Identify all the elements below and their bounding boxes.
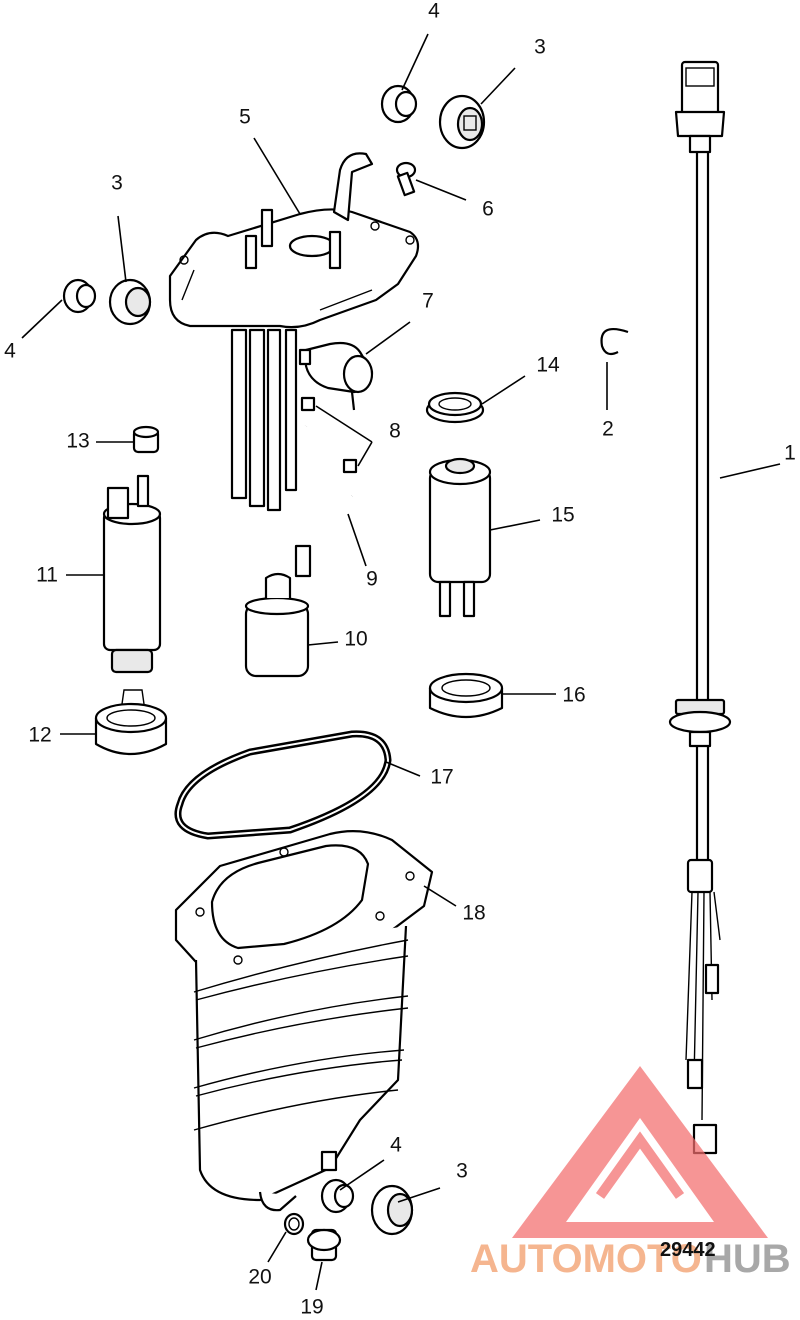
callout-2: 2 xyxy=(602,418,614,441)
callout-labels: 1 2 3 3 3 4 4 4 5 6 7 8 9 10 11 12 13 14… xyxy=(4,0,796,1319)
part-15-pump xyxy=(428,457,492,618)
part-7-pressure-regulator xyxy=(298,341,374,411)
part-10-fuel-filter xyxy=(244,544,312,678)
watermark-triangle-logo xyxy=(512,1066,768,1238)
part-5-cover-plate xyxy=(168,152,420,512)
callout-4-top: 4 xyxy=(428,0,440,23)
callout-8: 8 xyxy=(389,420,401,443)
callout-7: 7 xyxy=(422,290,434,313)
watermark-text-hub: HUB xyxy=(704,1237,791,1281)
part-18-reservoir xyxy=(174,830,434,1212)
part-17-gasket xyxy=(174,730,392,840)
part-3-plug-top xyxy=(438,94,486,150)
part-8-caps xyxy=(300,396,358,474)
callout-3-bottom: 3 xyxy=(456,1160,468,1183)
callout-3-top: 3 xyxy=(534,36,546,59)
part-4-washer-top xyxy=(380,84,418,124)
part-11-fuel-pump xyxy=(102,474,162,674)
leader-lines xyxy=(21,33,781,1291)
callout-4-bottom: 4 xyxy=(390,1134,402,1157)
diagram-reference-number: 29442 xyxy=(660,1239,716,1261)
part-3-plug-left xyxy=(108,278,152,326)
part-4-washer-left xyxy=(62,278,97,314)
callout-14: 14 xyxy=(536,354,560,377)
part-1-wiring-harness xyxy=(668,60,732,1155)
part-6-screw xyxy=(395,161,417,197)
part-20-o-ring xyxy=(283,1212,305,1236)
automotohub-watermark: AUTOMOTO HUB xyxy=(470,1066,791,1281)
callout-6: 6 xyxy=(482,198,494,221)
watermark-text-auto: AUTOMOTO xyxy=(470,1237,702,1281)
callout-20: 20 xyxy=(248,1266,271,1289)
part-13-sleeve xyxy=(132,425,160,454)
part-2-clip xyxy=(600,328,629,356)
part-3-plug-bottom xyxy=(370,1184,414,1236)
part-16-retainer-ring xyxy=(428,672,504,718)
callout-12: 12 xyxy=(28,724,51,747)
part-19-drain-plug xyxy=(306,1228,342,1262)
callout-13: 13 xyxy=(66,430,89,453)
callout-4-left: 4 xyxy=(4,340,16,363)
callout-3-left: 3 xyxy=(111,172,123,195)
part-9-hose xyxy=(302,425,355,508)
callout-11: 11 xyxy=(36,564,58,587)
callout-19: 19 xyxy=(300,1296,323,1319)
callout-10: 10 xyxy=(344,628,367,651)
callout-1: 1 xyxy=(784,442,796,465)
callout-5: 5 xyxy=(239,106,251,129)
callout-17: 17 xyxy=(430,766,453,789)
part-14-seal xyxy=(425,391,485,424)
callout-9: 9 xyxy=(366,568,378,591)
callout-18: 18 xyxy=(462,902,485,925)
part-12-retainer xyxy=(94,689,168,755)
callout-16: 16 xyxy=(562,684,585,707)
callout-15: 15 xyxy=(551,504,574,527)
